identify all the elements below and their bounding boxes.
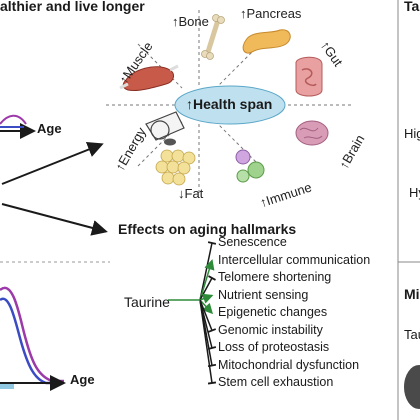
hallmark-connector	[199, 242, 213, 301]
hallmark-inhibit-bar	[207, 381, 217, 385]
hallmark-connector	[199, 299, 214, 315]
pancreas-illustration	[242, 29, 291, 54]
top-age-label: Age	[37, 121, 62, 136]
right-fragment-tau: Tau	[404, 327, 420, 342]
blue-survival-curve	[0, 297, 58, 385]
hallmark-connector	[199, 293, 214, 304]
hallmark-item: Genomic instability	[218, 322, 323, 337]
energy-illustration	[145, 111, 185, 146]
bone-illustration	[201, 14, 225, 60]
health-span-up-arrow: ↑	[186, 96, 193, 112]
right-panel-dark-shape	[404, 365, 420, 409]
hallmark-item: Telomere shortening	[218, 270, 332, 284]
right-panel-heading-fragment: Ta	[404, 0, 420, 14]
wheel-label-bone: ↑Bone	[172, 14, 209, 29]
hallmark-inhibit-bar	[208, 275, 216, 281]
hallmark-item: Stem cell exhaustion	[218, 375, 334, 389]
bottom-age-label: Age	[70, 372, 95, 387]
health-span-text: Health span	[193, 96, 273, 112]
hallmark-item: Epigenetic changes	[218, 305, 328, 319]
arrow-to-hallmarks	[1, 203, 108, 236]
hallmark-item: Mitochondrial dysfunction	[218, 357, 360, 372]
purple-survival-curve	[0, 286, 64, 383]
taurine-source-label: Taurine	[124, 294, 170, 310]
immune-illustration	[235, 149, 265, 183]
hallmark-item: Nutrient sensing	[218, 287, 309, 302]
right-fragment-mi: Mi	[404, 286, 420, 302]
health-span-label: ↑Health span	[186, 96, 272, 112]
gut-illustration	[295, 56, 323, 97]
hallmark-connectors	[168, 241, 217, 385]
hallmark-connector	[199, 259, 215, 301]
arrow-to-wheel	[1, 142, 104, 185]
hallmark-item: Senescence	[218, 235, 287, 249]
top-purple-arc	[0, 114, 27, 125]
right-fragment-high: Hig	[404, 126, 420, 141]
hallmarks-title: Effects on aging hallmarks	[118, 221, 297, 237]
health-span-ellipse	[174, 85, 286, 125]
bottom-age-chart	[0, 286, 66, 391]
hallmark-connector	[199, 299, 213, 384]
fat-illustration	[155, 149, 196, 186]
top-age-chart	[0, 114, 36, 139]
brain-illustration	[295, 120, 329, 146]
muscle-illustration	[119, 64, 179, 91]
hallmark-inhibit-bar	[207, 328, 217, 333]
header-title: althier and live longer	[0, 0, 145, 14]
wheel-spokes	[106, 10, 352, 196]
right-fragment-hy: Hy	[409, 185, 420, 200]
wheel-label-fat: ↓Fat	[178, 186, 204, 201]
hallmark-item: Loss of proteostasis	[218, 340, 330, 354]
hallmark-item: Intercellular communication	[218, 252, 371, 267]
hallmark-inhibit-bar	[207, 241, 217, 245]
wheel-label-pancreas: ↑Pancreas	[240, 6, 302, 21]
